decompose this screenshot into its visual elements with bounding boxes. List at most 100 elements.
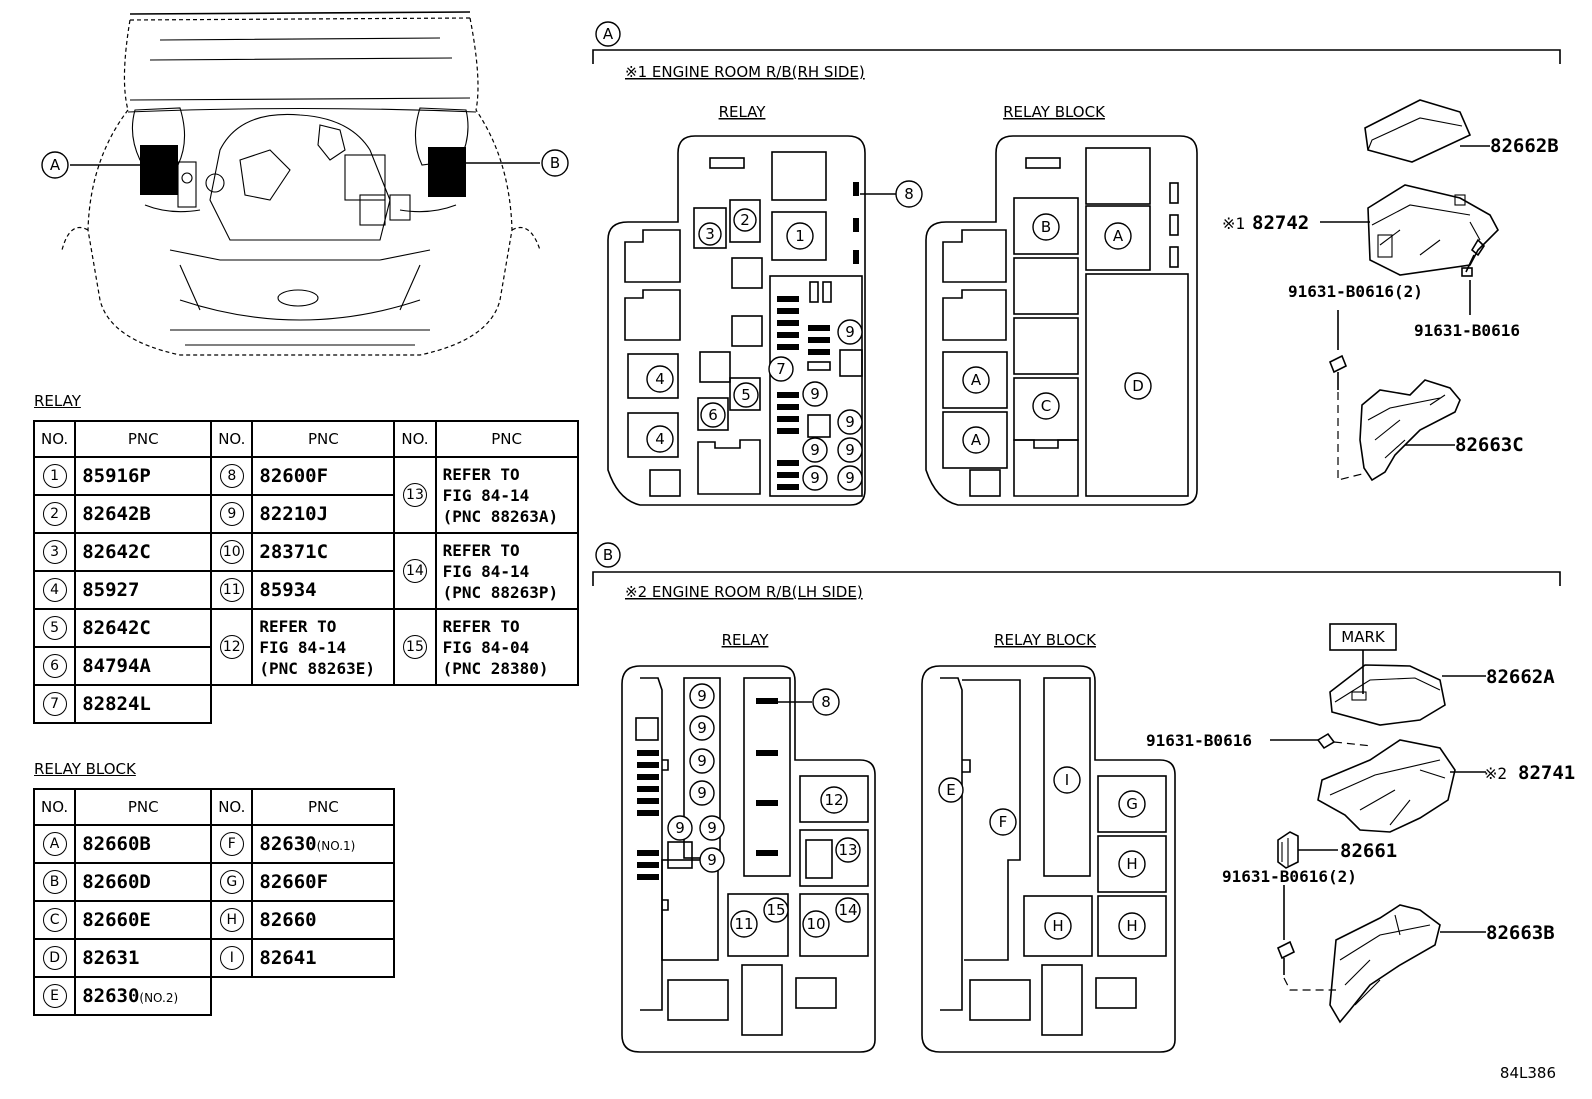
- section-a-exploded-parts: [1320, 99, 1499, 482]
- block-header-no-1: NO.: [32, 788, 77, 826]
- relay-row-pnc: 85916P: [82, 465, 151, 487]
- svg-text:A: A: [1113, 227, 1124, 245]
- block-row-no: C: [42, 908, 67, 932]
- section-b-relay-callouts: 9 9 9 9 9 9 9 8 12 13 11 15 10 14: [667, 683, 861, 938]
- relay-header-pnc-1: PNC: [74, 420, 213, 458]
- relay-row-no: 7: [42, 692, 67, 716]
- svg-text:9: 9: [845, 413, 855, 431]
- svg-text:10: 10: [806, 915, 825, 933]
- svg-text:I: I: [1065, 771, 1069, 789]
- callout-a-cover: 82662B: [1490, 135, 1559, 157]
- relay-table: NO. PNC NO. PNC NO. PNC 1 85916P 8 82600…: [32, 420, 579, 724]
- relay-ref-line2: FIG 84-14: [259, 637, 347, 657]
- relay-row-pnc: 85927: [82, 579, 140, 601]
- block-row-pnc: 82631: [82, 947, 140, 969]
- relay-row-no: 8: [219, 464, 244, 488]
- block-row-pnc: 82630: [259, 833, 317, 855]
- section-a-block-callouts: B A A A C D: [962, 213, 1152, 454]
- svg-text:H: H: [1126, 917, 1137, 935]
- relay-row-no: 1: [42, 464, 67, 488]
- section-b-relay-box: [621, 665, 876, 1053]
- relay-row-pnc: 82642C: [82, 617, 151, 639]
- callout-b-mark: MARK: [1341, 628, 1386, 646]
- relay-header-pnc-3: PNC: [434, 420, 579, 458]
- fuse-box-b-location: [428, 147, 466, 197]
- callout-b-box-prefix: ※2: [1484, 764, 1507, 783]
- relay-ref-line1: REFER TO: [442, 616, 520, 636]
- callout-b-bolt-bottom: 91631-B0616(2): [1222, 867, 1357, 886]
- svg-text:4: 4: [655, 430, 665, 448]
- relay-row-no: 15: [402, 635, 427, 659]
- callout-b-bracket: 82663B: [1486, 922, 1555, 944]
- relay-row-pnc: 85934: [259, 579, 317, 601]
- block-header-no-2: NO.: [210, 788, 254, 826]
- svg-text:A: A: [971, 431, 982, 449]
- block-table-title: RELAY BLOCK: [34, 760, 136, 778]
- vehicle-callout-a: A: [50, 156, 61, 174]
- svg-text:A: A: [971, 371, 982, 389]
- block-row-no: A: [42, 832, 67, 856]
- block-row-no: G: [219, 870, 244, 894]
- relay-row-no: 11: [219, 578, 244, 602]
- section-a-relay-box: [607, 135, 896, 506]
- svg-text:13: 13: [838, 841, 857, 859]
- callout-b-bolt-top: 91631-B0616: [1146, 731, 1252, 750]
- section-a-block-label: RELAY BLOCK: [1003, 103, 1106, 121]
- svg-text:9: 9: [697, 752, 707, 770]
- block-row-pnc: 82660D: [82, 871, 151, 893]
- block-row-no: I: [219, 946, 244, 970]
- svg-text:E: E: [946, 781, 955, 799]
- fuse-box-a-location: [140, 145, 178, 195]
- section-a-relay-block: [925, 135, 1198, 506]
- relay-row-pnc: 82600F: [259, 465, 329, 487]
- section-b-relay-label: RELAY: [722, 631, 770, 649]
- svg-text:H: H: [1126, 855, 1137, 873]
- section-a-marker: A: [603, 25, 614, 43]
- relay-row-pnc: 84794A: [82, 655, 151, 677]
- block-row-no: H: [219, 908, 244, 932]
- block-row-no: B: [42, 870, 67, 894]
- svg-text:9: 9: [845, 469, 855, 487]
- svg-text:6: 6: [708, 406, 718, 424]
- svg-text:2: 2: [740, 211, 750, 229]
- relay-header-no-1: NO.: [32, 420, 77, 458]
- section-b-marker: B: [603, 546, 613, 564]
- block-header-pnc-2: PNC: [251, 788, 396, 826]
- section-b-bracket: [592, 571, 1561, 586]
- svg-text:15: 15: [766, 901, 785, 919]
- callout-a-box-prefix: ※1: [1222, 214, 1245, 233]
- block-row-pnc: 82660B: [82, 833, 151, 855]
- block-table: NO. PNC NO. PNC A 82660B F 82630(NO.1) B…: [32, 788, 396, 1016]
- relay-row-no: 13: [402, 483, 427, 507]
- svg-text:7: 7: [776, 360, 786, 378]
- svg-text:8: 8: [821, 693, 831, 711]
- svg-text:B: B: [1041, 218, 1051, 236]
- callout-b-connector: 82661: [1340, 840, 1397, 862]
- block-header-pnc-1: PNC: [74, 788, 213, 826]
- callout-a-bolt-right: 91631-B0616: [1414, 321, 1520, 340]
- block-row-pnc: 82660: [259, 909, 317, 931]
- section-b-relay-block: [921, 665, 1176, 1053]
- section-b-exploded-parts: [1270, 623, 1486, 1024]
- callout-a-box: 82742: [1252, 212, 1309, 234]
- section-a-bracket: [592, 49, 1561, 64]
- relay-ref-line3: (PNC 88263E): [259, 658, 375, 678]
- vehicle-callout-b: B: [550, 154, 560, 172]
- section-b-block-label: RELAY BLOCK: [994, 631, 1097, 649]
- section-a-title: ※1 ENGINE ROOM R/B(RH SIDE): [625, 63, 865, 81]
- svg-text:11: 11: [734, 915, 753, 933]
- svg-text:9: 9: [845, 441, 855, 459]
- block-row-no: E: [42, 984, 67, 1008]
- callout-a-bracket: 82663C: [1455, 434, 1524, 456]
- relay-row-no: 4: [42, 578, 67, 602]
- section-b-block-callouts: E F I G H H H: [938, 766, 1146, 940]
- relay-header-no-3: NO.: [393, 420, 437, 458]
- relay-row-no: 6: [42, 654, 67, 678]
- relay-ref-line1: REFER TO: [442, 540, 520, 560]
- svg-text:F: F: [999, 813, 1008, 831]
- section-a-relay-label: RELAY: [719, 103, 767, 121]
- relay-row-pnc: 28371C: [259, 541, 329, 563]
- svg-text:9: 9: [675, 819, 685, 837]
- svg-text:9: 9: [810, 385, 820, 403]
- svg-text:C: C: [1041, 397, 1051, 415]
